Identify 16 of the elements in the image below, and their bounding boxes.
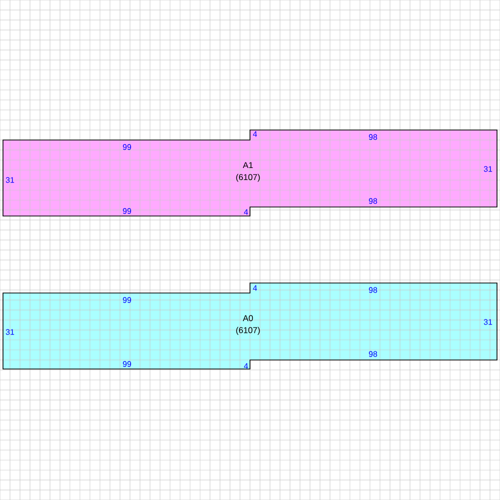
dimension-label: 4 xyxy=(244,209,248,215)
dimension-label: 99 xyxy=(122,208,132,214)
dimension-label: 99 xyxy=(122,144,132,150)
dimension-label: 99 xyxy=(122,297,132,303)
dimension-label: 4 xyxy=(244,363,248,369)
dimension-label: 98 xyxy=(368,134,378,140)
dimension-label: 4 xyxy=(252,131,257,137)
dimension-label: 98 xyxy=(368,351,378,357)
dimension-label: 31 xyxy=(6,177,14,183)
dimension-label: 31 xyxy=(6,329,14,335)
dimension-label: 4 xyxy=(252,285,257,291)
dimension-label: 98 xyxy=(368,287,378,293)
dimension-label: 31 xyxy=(484,319,492,325)
dimension-label: 98 xyxy=(368,198,378,204)
dimension-label: 31 xyxy=(484,166,492,172)
dimension-label: 99 xyxy=(122,361,132,367)
